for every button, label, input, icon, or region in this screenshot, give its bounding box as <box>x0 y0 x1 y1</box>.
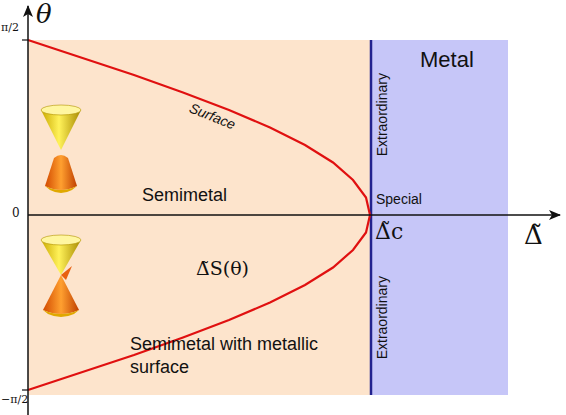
tick <box>22 39 28 40</box>
curve-label: Δ̃S(θ) <box>196 258 249 279</box>
metal-region <box>371 40 508 395</box>
tick-label: −π/2 <box>1 394 28 406</box>
y-axis <box>27 6 29 415</box>
axis-label: Δ̃ <box>524 221 543 250</box>
tick-label: π/2 <box>1 22 19 34</box>
gapless-cone-icon <box>41 235 81 317</box>
metal-band: Metal <box>372 40 508 395</box>
tick <box>22 389 28 390</box>
point-label: Special <box>376 192 422 207</box>
region-label: Semimetal with metallic surface <box>130 333 375 378</box>
tick-label: 0 <box>12 207 20 220</box>
gapped-cone-icon <box>41 105 81 193</box>
point-label: Δ̃c <box>375 220 403 244</box>
x-axis <box>28 214 560 216</box>
axis-label: θ <box>36 0 52 29</box>
region-label: Semimetal <box>142 186 227 206</box>
region-label: Metal <box>420 48 474 72</box>
line-label: Extraordinary <box>375 276 390 359</box>
line-label: Extraordinary <box>375 73 390 156</box>
